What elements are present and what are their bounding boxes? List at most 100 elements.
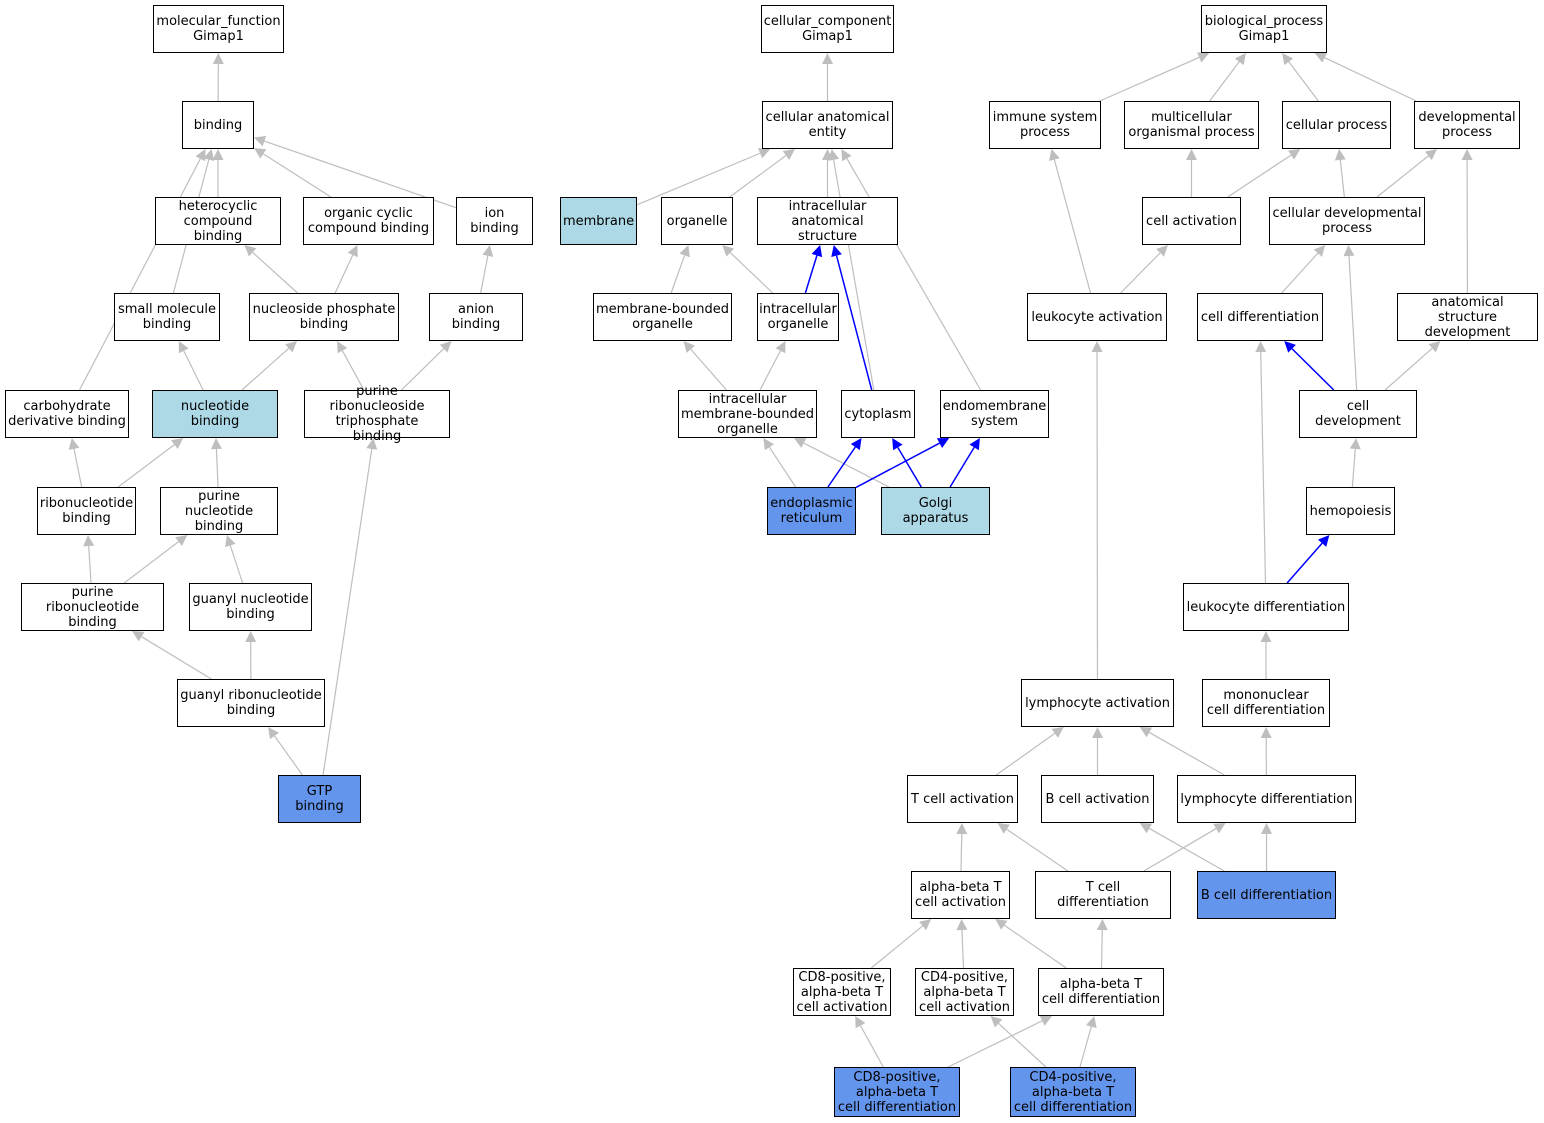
edge-lymdiff-to-mcd: [1260, 727, 1272, 776]
edge-guanyl-to-purnuc: [225, 535, 244, 584]
node-purnuc[interactable]: purine nucleotide binding: [160, 487, 278, 535]
edge-line: [1384, 347, 1433, 391]
node-isp[interactable]: immune system process: [989, 101, 1101, 149]
node-er[interactable]: endoplasmic reticulum: [767, 487, 856, 535]
node-cae[interactable]: cellular anatomical entity: [762, 101, 893, 149]
node-lymact[interactable]: lymphocyte activation: [1021, 679, 1174, 727]
node-cyto[interactable]: cytoplasm: [841, 390, 915, 438]
node-hetero[interactable]: heterocyclic compound binding: [155, 197, 281, 245]
edge-cd4d-to-abtcd: [1079, 1016, 1097, 1068]
edge-line: [870, 925, 924, 969]
edge-arrowhead: [195, 149, 206, 162]
edge-arrowhead: [132, 631, 145, 642]
node-guanribo[interactable]: guanyl ribonucleotide binding: [177, 679, 325, 727]
node-cd8a[interactable]: CD8-positive, alpha-beta T cell activati…: [793, 968, 891, 1016]
node-asd[interactable]: anatomical structure development: [1397, 293, 1538, 341]
node-ca[interactable]: cell activation: [1142, 197, 1241, 245]
node-ion[interactable]: ion binding: [456, 197, 533, 245]
node-membrane[interactable]: membrane: [560, 197, 637, 245]
edge-tca-to-lymact: [995, 727, 1064, 776]
edge-line: [998, 1023, 1047, 1068]
node-organelle[interactable]: organelle: [661, 197, 733, 245]
node-la[interactable]: leukocyte activation: [1027, 293, 1167, 341]
node-ld[interactable]: leukocyte differentiation: [1183, 583, 1349, 631]
node-bcd[interactable]: B cell differentiation: [1197, 871, 1336, 919]
node-guanyl[interactable]: guanyl nucleotide binding: [189, 583, 312, 631]
node-purribo[interactable]: purine ribonucleotide binding: [21, 583, 164, 631]
node-mcd[interactable]: mononuclear cell differentiation: [1202, 679, 1330, 727]
edge-mop-to-bp: [1209, 53, 1246, 102]
node-bca[interactable]: B cell activation: [1041, 775, 1154, 823]
node-tcd[interactable]: T cell differentiation: [1035, 871, 1171, 919]
node-nucphos[interactable]: nucleoside phosphate binding: [249, 293, 399, 341]
node-cdiff[interactable]: cell differentiation: [1197, 293, 1323, 341]
node-bp[interactable]: biological_process Gimap1: [1201, 5, 1327, 53]
edge-arrowhead: [1051, 727, 1064, 738]
edge-membrane-to-cae: [636, 148, 771, 206]
node-ias[interactable]: intracellular anatomical structure: [757, 197, 898, 245]
edge-line: [947, 1020, 1043, 1068]
edge-golgi-to-endo: [949, 438, 980, 488]
node-mbo[interactable]: membrane-bounded organelle: [593, 293, 732, 341]
edge-purribo-to-ribonuc: [83, 535, 95, 584]
node-io[interactable]: intracellular organelle: [757, 293, 839, 341]
node-cdev[interactable]: cell development: [1299, 390, 1417, 438]
edge-arrowhead: [1260, 727, 1272, 739]
node-cd8d[interactable]: CD8-positive, alpha-beta T cell differen…: [834, 1067, 960, 1117]
node-gtp[interactable]: GTP binding: [278, 775, 361, 823]
edge-arrowhead: [757, 148, 771, 159]
node-purtri[interactable]: purine ribonucleoside triphosphate bindi…: [304, 384, 450, 444]
edge-io-to-organelle: [722, 245, 774, 294]
edge-orgcyc-to-binding: [254, 147, 332, 198]
node-imbo[interactable]: intracellular membrane-bounded organelle: [678, 390, 817, 438]
edge-cp-to-bp: [1282, 53, 1319, 102]
edge-arrowhead: [1234, 53, 1246, 66]
edge-la-to-isp: [1049, 149, 1092, 294]
node-cd4a[interactable]: CD4-positive, alpha-beta T cell activati…: [915, 968, 1014, 1016]
node-cdp[interactable]: cellular developmental process: [1269, 197, 1425, 245]
edge-line: [215, 448, 219, 488]
node-dp[interactable]: developmental process: [1414, 101, 1520, 149]
edge-arrowhead: [1282, 53, 1294, 66]
edge-arrowhead: [1096, 919, 1108, 931]
node-carbo[interactable]: carbohydrate derivative binding: [5, 390, 129, 438]
edge-ion-to-binding: [254, 135, 457, 209]
node-cp[interactable]: cellular process: [1282, 101, 1391, 149]
node-nucbind[interactable]: nucleotide binding: [152, 390, 278, 438]
node-cd4d[interactable]: CD4-positive, alpha-beta T cell differen…: [1010, 1067, 1136, 1117]
node-abtca[interactable]: alpha-beta T cell activation: [911, 871, 1010, 919]
edge-arrowhead: [1424, 149, 1437, 161]
node-binding[interactable]: binding: [182, 101, 254, 149]
node-orgcyc[interactable]: organic cyclic compound binding: [303, 197, 434, 245]
edge-imbo-to-io: [759, 341, 786, 391]
node-endo[interactable]: endomembrane system: [940, 390, 1049, 438]
node-mop[interactable]: multicellular organismal process: [1124, 101, 1259, 149]
edge-arrowhead: [1314, 52, 1328, 63]
node-lymdiff[interactable]: lymphocyte differentiation: [1177, 775, 1356, 823]
node-anion[interactable]: anion binding: [429, 293, 523, 341]
node-golgi[interactable]: Golgi apparatus: [881, 487, 990, 535]
edge-arrowhead: [225, 535, 236, 548]
node-cc[interactable]: cellular_component Gimap1: [761, 5, 894, 53]
edge-nucphos-to-orgcyc: [334, 245, 358, 294]
edge-arrowhead: [956, 823, 968, 835]
node-mf[interactable]: molecular_function Gimap1: [153, 5, 284, 53]
edge-line: [803, 442, 890, 488]
edge-arrowhead: [775, 341, 786, 354]
edge-arrowhead: [1428, 341, 1441, 353]
node-abtcd[interactable]: alpha-beta T cell differentiation: [1038, 968, 1164, 1016]
node-smallmol[interactable]: small molecule binding: [114, 293, 220, 341]
edge-arrowhead: [722, 245, 735, 257]
edge-line: [252, 251, 298, 294]
node-tca[interactable]: T cell activation: [907, 775, 1018, 823]
node-ribonuc[interactable]: ribonucleotide binding: [37, 487, 136, 535]
edge-arrowhead: [254, 147, 267, 159]
edge-line: [804, 255, 818, 294]
edge-gtp-to-purtri: [322, 438, 378, 776]
edge-line: [88, 545, 92, 584]
edge-lymdiff-to-lymact: [1139, 727, 1225, 776]
edge-asd-to-dp: [1461, 149, 1473, 294]
node-hemo[interactable]: hemopoiesis: [1306, 487, 1395, 535]
edge-line: [1351, 448, 1356, 488]
